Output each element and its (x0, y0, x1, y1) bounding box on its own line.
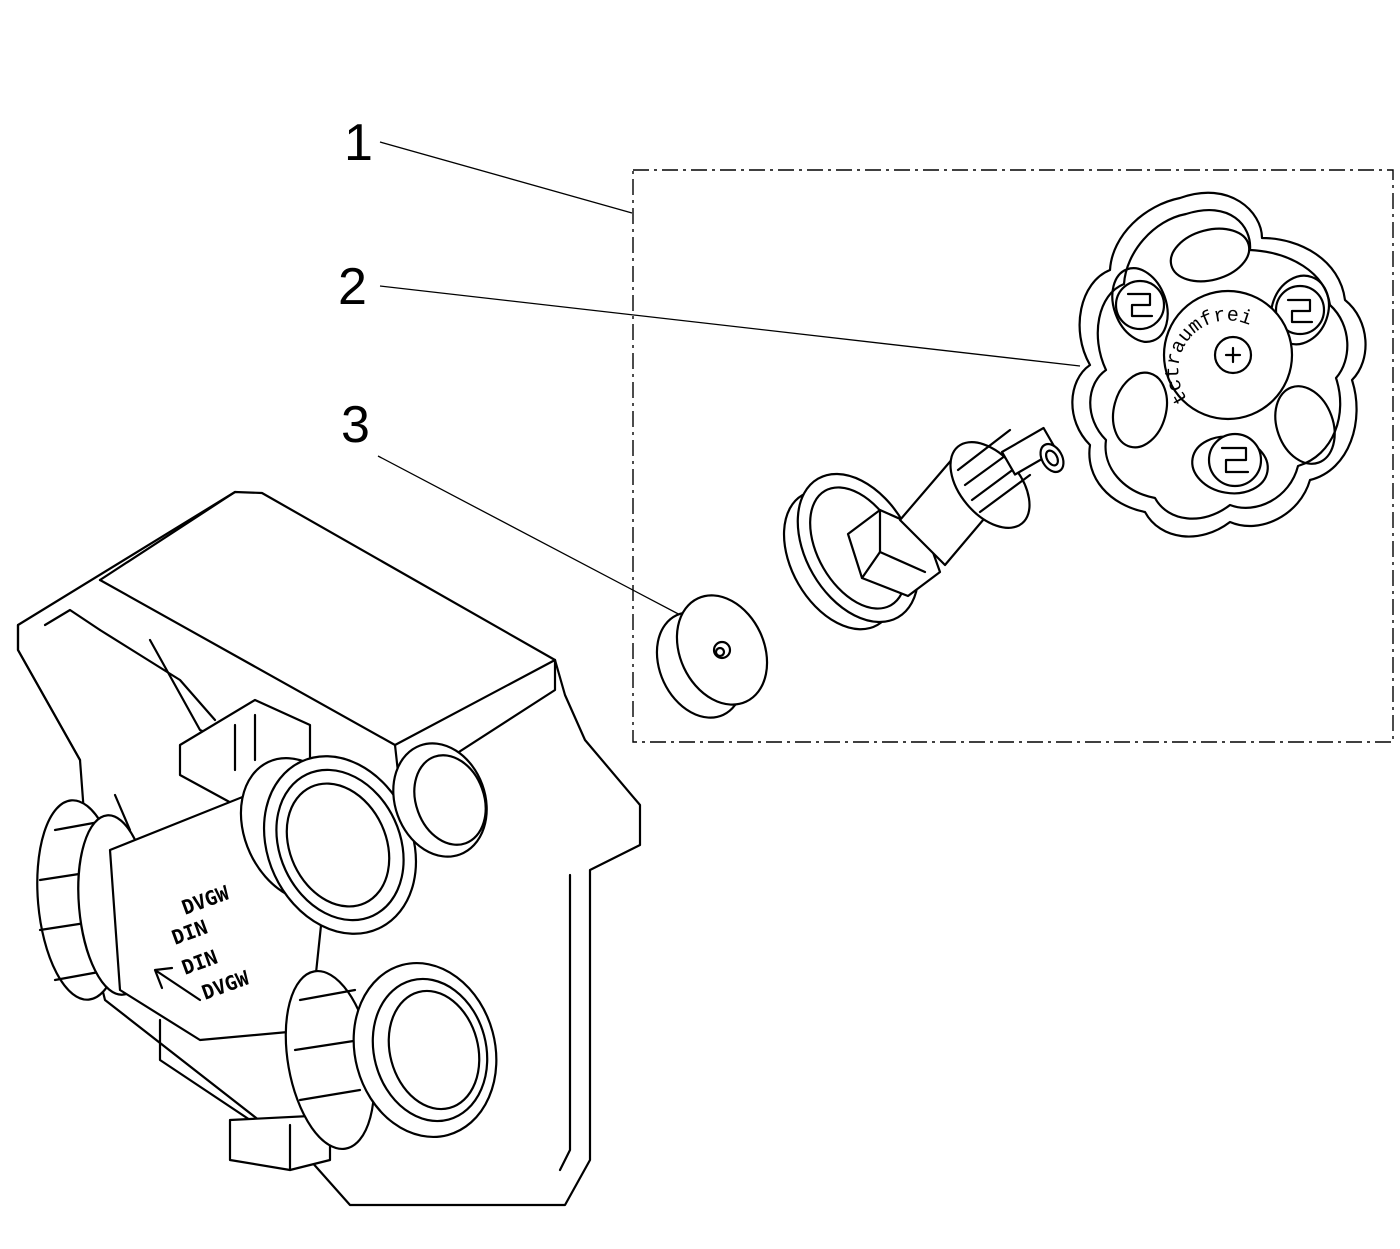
flow-arrow-icon (153, 966, 202, 1002)
handwheel-knob: tctraumfrei (1071, 191, 1367, 538)
valve-housing: DVGW DIN DIN DVGW (16, 490, 642, 1207)
callout-1-label: 1 (344, 114, 373, 172)
callout-3-label: 3 (341, 396, 370, 454)
callout-1-leader (379, 141, 633, 214)
callout-3-leader (377, 455, 687, 619)
callout-2-leader (379, 285, 1081, 367)
callout-2: 2 (338, 258, 1081, 367)
washer-disc (655, 594, 769, 719)
callout-3: 3 (341, 396, 687, 619)
callout-1: 1 (344, 114, 633, 214)
assembly-boundary (632, 169, 1394, 743)
valve-cartridge (782, 426, 1065, 631)
callout-2-label: 2 (338, 258, 367, 316)
